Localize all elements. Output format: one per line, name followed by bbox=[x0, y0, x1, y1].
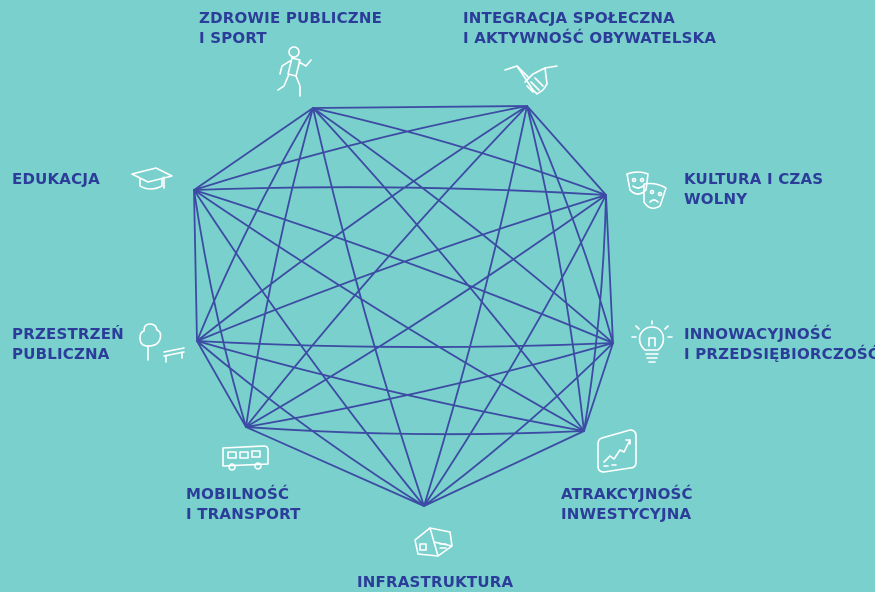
connection-zdrowie-kultura bbox=[312, 107, 607, 196]
label-edukacja: EDUKACJA bbox=[12, 170, 100, 188]
connection-atrakcyjnosc-mobilnosc bbox=[245, 426, 585, 436]
connection-atrakcyjnosc-przestrzen bbox=[196, 340, 585, 432]
connection-infrastruktura-edukacja bbox=[193, 189, 425, 507]
connection-zdrowie-edukacja bbox=[193, 107, 314, 191]
connection-infrastruktura-mobilnosc bbox=[245, 426, 425, 507]
tree-bench-icon bbox=[138, 322, 188, 364]
connection-kultura-atrakcyjnosc bbox=[583, 194, 607, 432]
connection-integracja-przestrzen bbox=[196, 105, 528, 342]
label-infrastruktura: INFRASTRUKTURA bbox=[357, 573, 514, 591]
theatre-masks-icon bbox=[624, 168, 670, 214]
runner-icon bbox=[270, 44, 320, 100]
growth-chart-icon bbox=[596, 428, 640, 474]
connection-integracja-atrakcyjnosc bbox=[526, 105, 585, 432]
connection-integracja-innowacyjnosc bbox=[526, 105, 614, 344]
connection-infrastruktura-przestrzen bbox=[196, 340, 425, 507]
connection-przestrzen-edukacja bbox=[193, 189, 198, 342]
connection-zdrowie-mobilnosc bbox=[245, 107, 314, 428]
connection-zdrowie-innowacyjnosc bbox=[312, 107, 614, 344]
connection-innowacyjnosc-mobilnosc bbox=[245, 342, 614, 428]
connection-kultura-innowacyjnosc bbox=[605, 194, 614, 344]
bus-icon bbox=[220, 444, 270, 472]
handshake-icon bbox=[503, 60, 559, 100]
connection-zdrowie-integracja bbox=[312, 105, 528, 109]
lightbulb-icon bbox=[631, 320, 673, 364]
connection-zdrowie-atrakcyjnosc bbox=[312, 107, 585, 432]
connection-integracja-kultura bbox=[526, 105, 607, 196]
connection-atrakcyjnosc-edukacja bbox=[193, 189, 585, 432]
connection-integracja-edukacja bbox=[193, 105, 528, 191]
connection-innowacyjnosc-przestrzen bbox=[196, 340, 614, 348]
connection-kultura-edukacja bbox=[193, 186, 607, 196]
connection-innowacyjnosc-atrakcyjnosc bbox=[583, 342, 614, 432]
connection-integracja-mobilnosc bbox=[245, 105, 528, 428]
connection-mobilnosc-przestrzen bbox=[196, 340, 247, 428]
connection-zdrowie-infrastruktura bbox=[312, 107, 425, 507]
connection-innowacyjnosc-infrastruktura bbox=[423, 342, 614, 507]
connection-integracja-infrastruktura bbox=[423, 105, 528, 507]
connection-innowacyjnosc-edukacja bbox=[193, 189, 614, 344]
connection-kultura-infrastruktura bbox=[423, 194, 607, 507]
graduation-cap-icon bbox=[130, 166, 174, 194]
connection-mobilnosc-edukacja bbox=[193, 189, 247, 428]
connection-zdrowie-przestrzen bbox=[196, 107, 314, 342]
house-icon bbox=[412, 520, 454, 560]
connection-kultura-mobilnosc bbox=[245, 194, 607, 428]
connection-atrakcyjnosc-infrastruktura bbox=[423, 430, 585, 507]
connection-kultura-przestrzen bbox=[196, 194, 607, 342]
